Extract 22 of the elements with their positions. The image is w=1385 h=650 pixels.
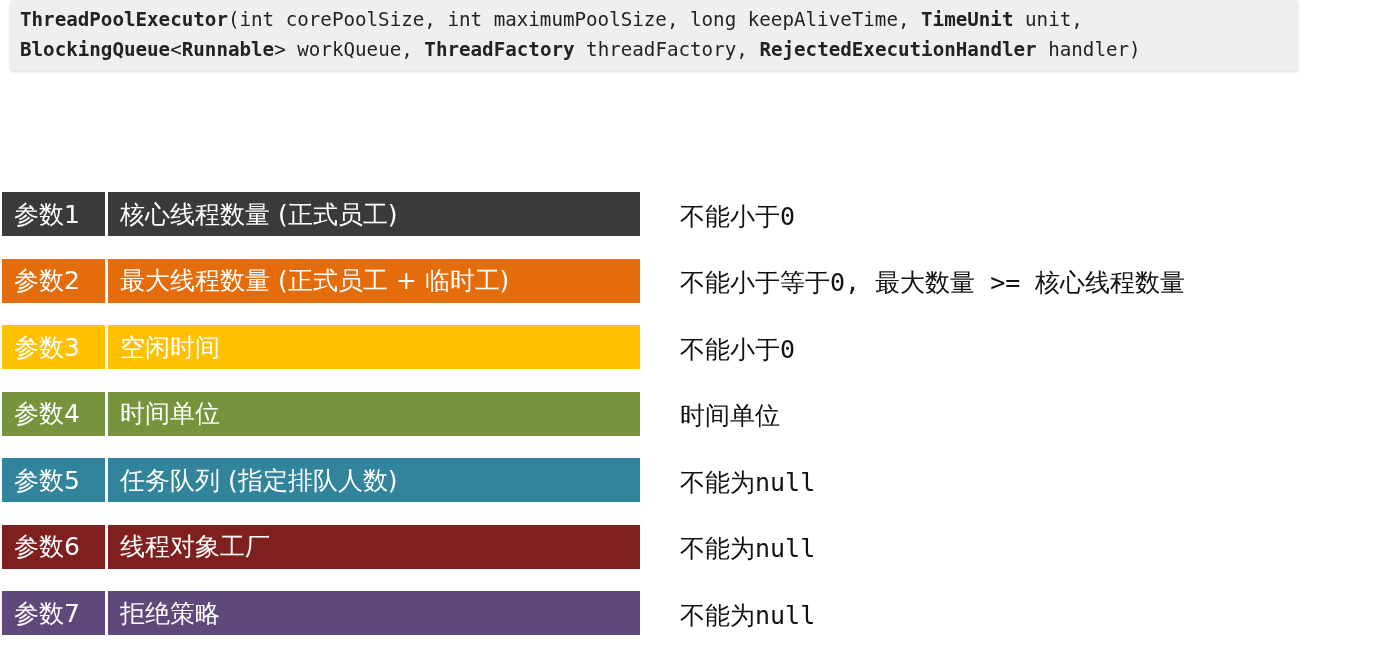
constraint-note: 不能为null — [680, 599, 816, 632]
parameter-bar: 时间单位 — [108, 391, 640, 436]
parameter-tag: 参数1 — [2, 192, 105, 236]
parameter-bar: 最大线程数量 (正式员工 + 临时工) — [108, 258, 640, 303]
parameter-bar: 拒绝策略 — [108, 591, 640, 635]
constraint-note: 不能小于0 — [680, 200, 796, 233]
parameter-tag: 参数5 — [2, 458, 105, 502]
parameter-bar: 空闲时间 — [108, 325, 640, 369]
parameter-bar: 任务队列 (指定排队人数) — [108, 458, 640, 502]
parameter-tag: 参数3 — [2, 325, 105, 369]
parameter-bar: 线程对象工厂 — [108, 524, 640, 569]
code-block: ThreadPoolExecutor(int corePoolSize, int maximumPoolSize, long keepAliveTime, TimeUnit unit, BlockingQueue<Runnable> workQueue, ThreadFactory threadFactory, RejectedExecutionHandler handler) — [10, 0, 1298, 70]
parameter-tag: 参数2 — [2, 258, 105, 303]
parameter-tag: 参数6 — [2, 524, 105, 569]
constraint-note: 不能小于等于0, 最大数量 >= 核心线程数量 — [680, 267, 1186, 299]
constraint-note: 不能为null — [680, 533, 816, 565]
parameter-bar: 核心线程数量 (正式员工) — [108, 192, 640, 236]
constraint-note: 不能小于0 — [680, 333, 796, 366]
constraint-note: 不能为null — [680, 466, 816, 499]
parameter-tag: 参数4 — [2, 391, 105, 436]
parameter-tag: 参数7 — [2, 591, 105, 635]
constraint-note: 时间单位 — [680, 400, 780, 432]
